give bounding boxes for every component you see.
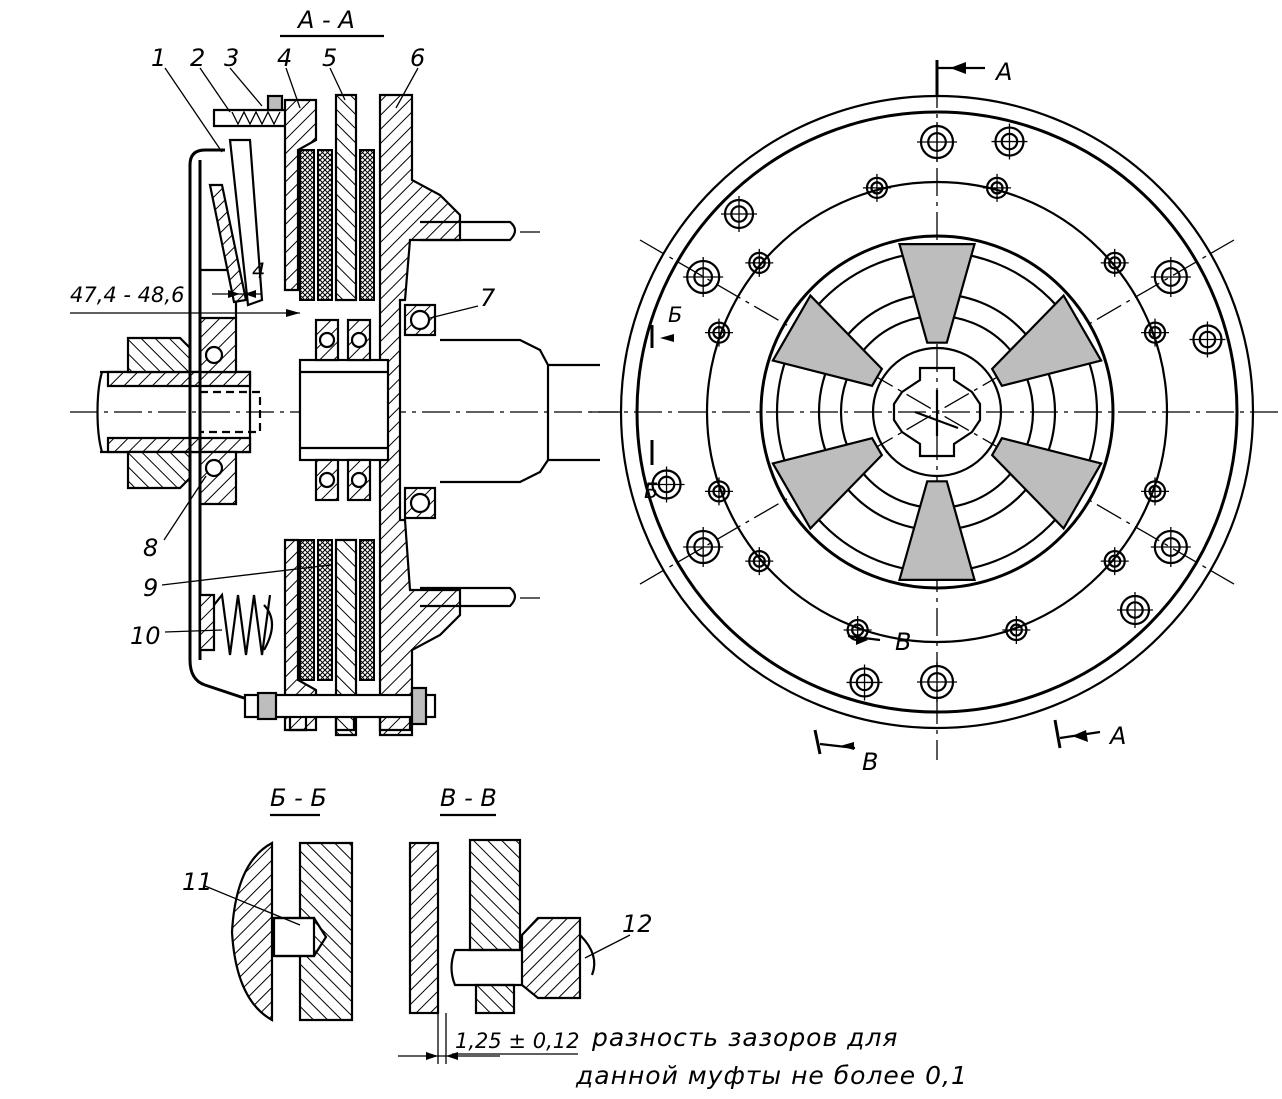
intermediate-plate [334,93,358,302]
section-b-b-view: Б - Б 11 [182,784,354,1022]
spline-hub [892,366,982,458]
bolt-head [704,477,733,506]
disc-hub [298,318,390,502]
bolt-head [1150,257,1191,297]
callout-10: 10 [130,622,161,650]
callout-7: 7 [480,284,496,312]
bolt-head [917,122,957,162]
release-lever-wedge [898,243,976,344]
mark-b-bottom: Б [644,479,658,503]
gap-label: 4 [252,259,265,283]
pilot-bearing [403,303,600,520]
bolt-head [745,547,774,576]
clearance-label: 1,25 ± 0,12 [455,1029,579,1053]
bolt-head [1189,321,1226,358]
cover-inner [705,180,1169,644]
bolt-head [1141,477,1170,506]
bolt-head [917,662,957,702]
release-lever-wedge [990,436,1103,531]
release-bearing [126,316,238,506]
pressure-plate [283,98,318,292]
stroke-dimension [70,290,300,317]
mark-v-bottom: В [862,748,878,776]
section-a-a-title: А - А [296,6,355,34]
release-lever-wedge [898,480,976,581]
flywheel-studs [420,220,540,608]
bolt-head [683,527,724,567]
bolt-head [1150,527,1191,567]
stroke-range-label: 47,4 - 48,6 [70,283,184,307]
mark-a-bottom: А [1108,722,1126,750]
bolt-head [846,664,883,701]
callout-8: 8 [143,534,158,562]
note-line-2: данной муфты не более 0,1 [575,1061,968,1090]
callout-1: 1 [151,44,166,72]
intermediate-plate-lower [334,538,358,737]
bolt-head [1100,248,1129,277]
bolt-head [648,466,685,503]
disc-outer [759,234,1115,590]
bolt-head [991,123,1028,160]
callout-2: 2 [190,44,205,72]
cover-bolts [648,122,1226,702]
bolt-head [745,248,774,277]
end-view: А А Б Б В В [590,58,1282,776]
section-b-b-title: Б - Б [270,784,327,812]
driven-disc-1 [299,149,333,681]
note-line-1: разность зазоров для [591,1023,898,1052]
mark-a-top: А [994,58,1012,86]
bolt-head [1141,318,1170,347]
bolt-head [704,318,733,347]
driven-disc-2 [359,149,375,681]
bolt-head [983,173,1012,202]
pressure-spring [198,592,274,656]
release-lever-wedge [771,293,884,388]
bolt-head [862,173,891,202]
mark-b-top: Б [668,303,682,327]
release-lever-wedge [771,436,884,531]
section-a-a-view: А - А 1 2 3 4 5 6 7 8 9 10 47,4 - 48,6 4 [70,6,620,737]
callout-5: 5 [322,44,337,72]
release-levers-end [771,243,1103,581]
release-lever [208,138,264,307]
bottom-bolt [243,686,437,732]
callout-12: 12 [622,910,653,938]
mark-v-right: В [895,628,911,656]
section-v-v-view: В - В 12 1,25 ± 0,12 [398,784,653,1064]
bolt-head [721,196,758,233]
callout-9: 9 [143,574,158,602]
callout-leaders [161,67,479,633]
callout-6: 6 [410,44,425,72]
bolt-head [1002,616,1031,645]
callout-11: 11 [182,868,213,896]
section-marks [650,60,1101,755]
callout-4: 4 [277,44,292,72]
pressure-plate-lower [283,538,318,732]
section-v-v-title: В - В [440,784,497,812]
bolt-head [1100,547,1129,576]
callout-3: 3 [224,44,239,72]
bolt-head [1116,591,1153,628]
release-lever-wedge [990,293,1103,388]
cover-rim [635,110,1239,714]
flywheel [378,93,462,737]
bolt-head [683,257,724,297]
